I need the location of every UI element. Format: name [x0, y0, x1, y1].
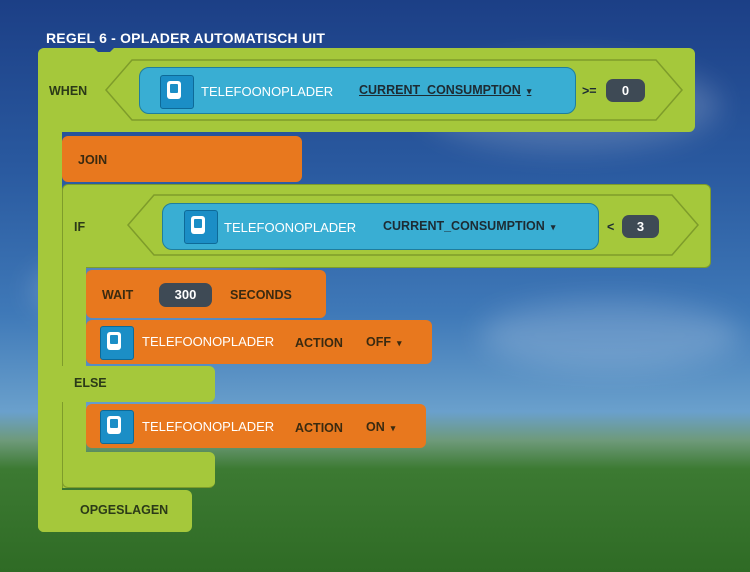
- if-end-block: [62, 452, 215, 488]
- if-operator: <: [607, 220, 615, 234]
- join-label: JOIN: [78, 153, 108, 167]
- when-property-dropdown[interactable]: CURRENT_CONSUMPTION ▾: [359, 83, 531, 97]
- wait-unit: SECONDS: [230, 288, 292, 302]
- action-off-state: OFF: [366, 335, 391, 349]
- rule-spine: [38, 120, 62, 532]
- if-property-dropdown[interactable]: CURRENT_CONSUMPTION ▾: [383, 219, 555, 233]
- chevron-down-icon: ▾: [526, 86, 532, 96]
- if-device-icon: [184, 210, 218, 244]
- wait-seconds-input[interactable]: 300: [159, 283, 212, 307]
- action-on-state: ON: [366, 420, 385, 434]
- when-value-input[interactable]: 0: [606, 79, 645, 102]
- else-block: [62, 366, 215, 402]
- rule-title: REGEL 6 - OPLADER AUTOMATISCH UIT: [46, 30, 326, 46]
- chevron-down-icon: ▾: [397, 338, 402, 348]
- action-on-state-dropdown[interactable]: ON ▾: [366, 420, 395, 434]
- chevron-down-icon: ▾: [550, 222, 556, 232]
- action-off-block[interactable]: [86, 320, 432, 364]
- chevron-down-icon: ▾: [390, 423, 396, 433]
- action-on-device-icon: [100, 410, 134, 444]
- footer-block: [38, 490, 192, 532]
- if-device-name: TELEFOONOPLADER: [224, 220, 357, 235]
- when-device-name: TELEFOONOPLADER: [201, 84, 334, 99]
- if-label: IF: [74, 220, 86, 234]
- when-label: WHEN: [49, 84, 88, 98]
- when-property-value: CURRENT_CONSUMPTION: [359, 83, 521, 97]
- if-property-value: CURRENT_CONSUMPTION: [383, 219, 545, 233]
- action-off-device-name: TELEFOONOPLADER: [142, 334, 275, 349]
- action-on-device-name: TELEFOONOPLADER: [142, 419, 275, 434]
- action-off-device-icon: [100, 326, 134, 360]
- if-device-block[interactable]: [162, 203, 599, 250]
- action-on-label: ACTION: [295, 421, 343, 435]
- when-device-block[interactable]: [139, 67, 576, 114]
- action-on-block[interactable]: [86, 404, 426, 448]
- if-value-input[interactable]: 3: [622, 215, 659, 238]
- action-off-state-dropdown[interactable]: OFF ▾: [366, 335, 402, 349]
- else-label: ELSE: [74, 376, 107, 390]
- when-device-icon: [160, 75, 194, 109]
- action-off-label: ACTION: [295, 336, 343, 350]
- wait-label: WAIT: [102, 288, 134, 302]
- join-block[interactable]: [62, 136, 302, 182]
- when-operator: >=: [582, 84, 597, 98]
- saved-status: OPGESLAGEN: [80, 503, 169, 517]
